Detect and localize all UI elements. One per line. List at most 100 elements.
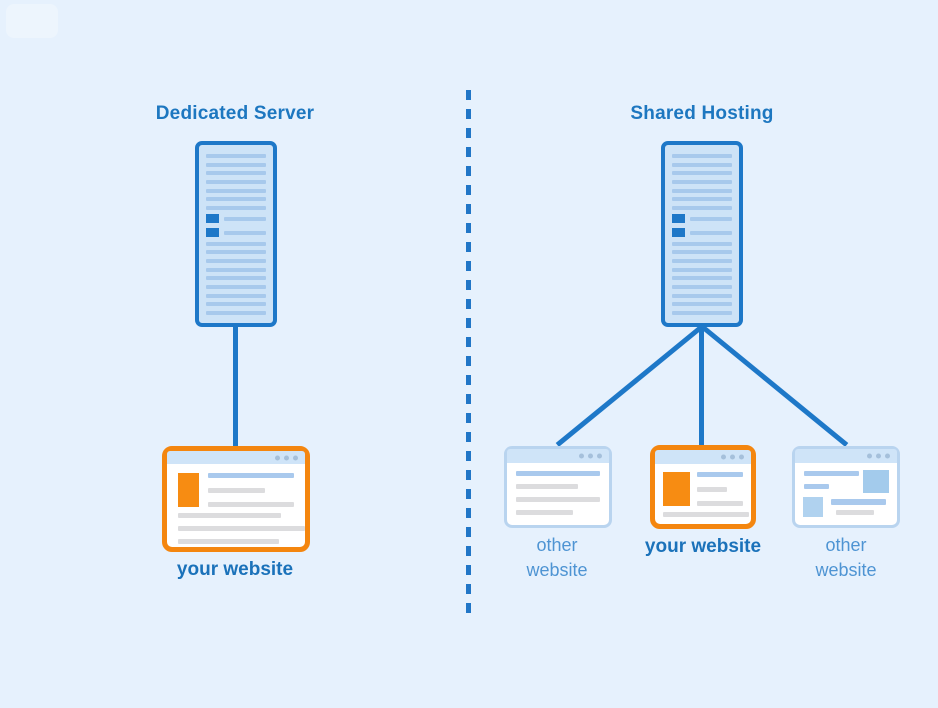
server-stripe	[672, 205, 732, 210]
content-line	[208, 487, 265, 493]
window-content	[795, 463, 897, 517]
server-stripe	[672, 267, 732, 272]
shared-website-label-3: other website	[815, 535, 877, 580]
shared-connector-line-right	[700, 324, 849, 447]
content-line	[804, 471, 859, 476]
server-stripe	[672, 179, 732, 184]
server-stripe	[672, 197, 732, 202]
dot-icon	[275, 455, 280, 460]
content-line	[697, 486, 727, 492]
server-led-row	[206, 214, 266, 224]
content-line	[663, 512, 749, 517]
divider-dashed-line	[466, 90, 471, 618]
shared-your-website-window	[650, 445, 756, 529]
shared-other-website-window-1	[504, 446, 612, 528]
window-titlebar	[655, 450, 751, 464]
server-stripe	[206, 241, 266, 246]
window-control-dots-icon	[867, 453, 890, 459]
server-stripe	[672, 241, 732, 246]
server-stripe	[206, 284, 266, 289]
dot-icon	[721, 454, 726, 460]
content-line	[697, 472, 743, 477]
shared-panel-title: Shared Hosting	[630, 103, 774, 124]
server-stripe	[672, 302, 732, 307]
server-stripe	[224, 230, 266, 235]
server-stripe	[206, 310, 266, 315]
server-stripe	[206, 154, 266, 158]
server-stripe	[206, 276, 266, 281]
hero-image-block	[178, 473, 199, 507]
dot-icon	[579, 453, 584, 459]
background-artifact	[6, 4, 58, 38]
content-line	[208, 473, 294, 478]
shared-website-label-1: other website	[526, 535, 588, 580]
dedicated-panel-title: Dedicated Server	[155, 103, 315, 124]
dot-icon	[876, 453, 881, 459]
dot-icon	[597, 453, 602, 459]
server-stripe	[672, 171, 732, 176]
server-stripe	[224, 216, 266, 221]
window-content	[167, 464, 305, 544]
server-stripe	[690, 216, 732, 221]
server-stripe	[672, 154, 732, 158]
server-stripe	[206, 259, 266, 264]
content-image-block	[863, 470, 889, 493]
dedicated-server-tower	[195, 141, 277, 327]
content-line	[697, 501, 743, 506]
server-stripe	[206, 205, 266, 210]
server-stripe	[206, 197, 266, 202]
window-titlebar	[795, 449, 897, 463]
server-stripe	[672, 162, 732, 167]
server-stripe	[672, 250, 732, 255]
server-stripe	[206, 250, 266, 255]
dot-icon	[293, 455, 298, 460]
server-led-square	[672, 228, 685, 238]
shared-server-tower	[661, 141, 743, 327]
dedicated-connector-line	[233, 325, 238, 450]
server-led-square	[206, 214, 219, 224]
hero-image-block	[663, 472, 690, 506]
window-content	[655, 464, 751, 517]
content-line	[178, 539, 279, 544]
server-stripe	[206, 171, 266, 176]
server-stripe	[672, 276, 732, 281]
content-line	[516, 497, 600, 502]
dot-icon	[885, 453, 890, 459]
server-stripe	[206, 302, 266, 307]
shared-connector-line-left	[555, 324, 704, 447]
dot-icon	[588, 453, 593, 459]
window-content	[507, 463, 609, 515]
server-stripe	[206, 188, 266, 193]
content-line	[836, 510, 874, 515]
server-stripe	[206, 267, 266, 272]
server-stripe	[672, 293, 732, 298]
server-stripe	[672, 188, 732, 193]
server-led-square	[206, 228, 219, 238]
content-line	[516, 484, 578, 489]
shared-other-website-window-2	[792, 446, 900, 528]
content-line	[516, 510, 573, 515]
dot-icon	[739, 454, 744, 460]
dot-icon	[867, 453, 872, 459]
content-line	[831, 499, 886, 505]
shared-website-label-2: your website	[644, 536, 762, 557]
content-line	[178, 513, 281, 518]
content-line	[804, 484, 829, 489]
content-line	[178, 526, 305, 531]
dedicated-website-label: your website	[176, 559, 294, 580]
server-stripe	[206, 162, 266, 167]
window-control-dots-icon	[275, 455, 298, 460]
server-stripe	[672, 284, 732, 289]
server-stripe	[672, 310, 732, 315]
server-led-square	[672, 214, 685, 224]
server-led-row	[206, 228, 266, 238]
server-led-row	[672, 214, 732, 224]
server-front-panel	[199, 145, 273, 323]
content-line	[516, 471, 600, 476]
dot-icon	[730, 454, 735, 460]
window-titlebar	[167, 451, 305, 464]
server-led-row	[672, 228, 732, 238]
dedicated-your-website-window	[162, 446, 310, 552]
window-titlebar	[507, 449, 609, 463]
shared-connector-line-middle	[699, 325, 704, 449]
